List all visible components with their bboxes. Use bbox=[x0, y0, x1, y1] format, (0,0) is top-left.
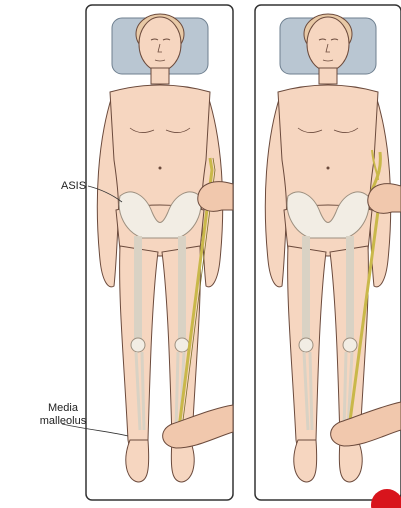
medial-malleolus-label: Media malleolus bbox=[27, 402, 99, 428]
malleolus-label-line2: malleolus bbox=[27, 415, 99, 428]
malleolus-label-line1: Media bbox=[27, 402, 99, 415]
asis-label: ASIS bbox=[61, 180, 86, 193]
left-upper-hand bbox=[198, 182, 233, 212]
right-upper-hand bbox=[368, 184, 401, 214]
